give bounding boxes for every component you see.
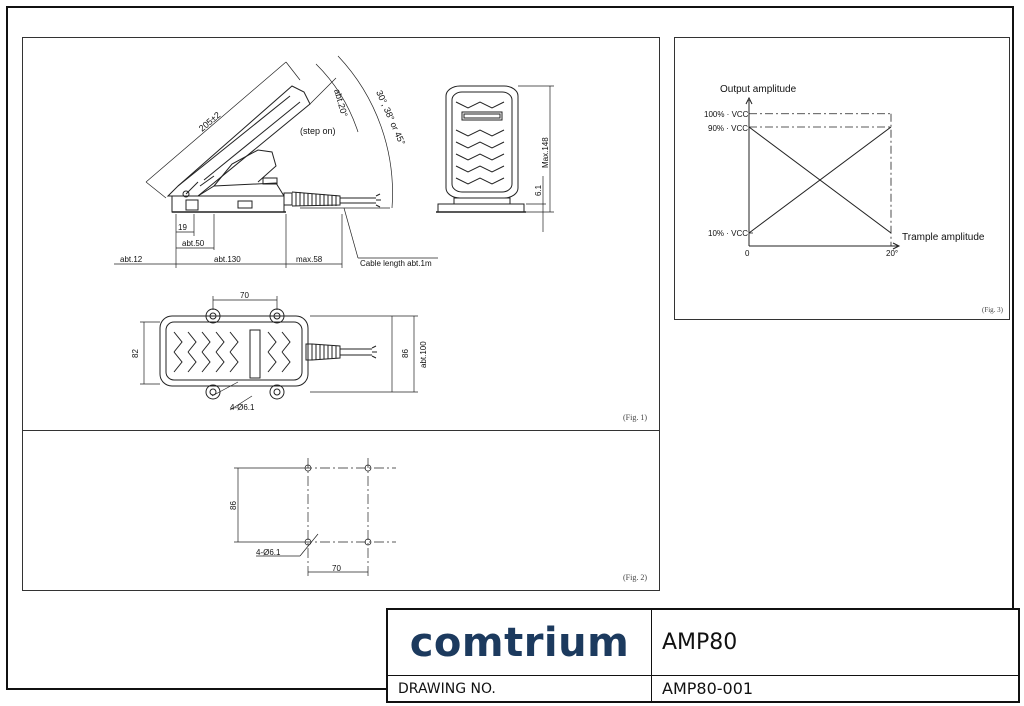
y-tick-100: 100% · VCC: [704, 110, 749, 119]
fig1-label: (Fig. 1): [623, 413, 647, 422]
title-block: comtrium AMP80 DRAWING NO. AMP80-001: [386, 608, 1020, 703]
dim-abt12: abt.12: [120, 255, 143, 264]
x-tick-20: 20°: [886, 249, 898, 258]
front-view-pedal: [436, 85, 526, 213]
dim-max58: max.58: [296, 255, 323, 264]
dim-top-82: 82: [131, 349, 140, 358]
figure-panel-main: [22, 37, 660, 591]
front-view-dimensions: [518, 85, 554, 232]
top-view-dimensions: [140, 296, 418, 411]
dim-fig2-86: 86: [229, 501, 238, 510]
panel-divider: [22, 430, 660, 431]
drawing-no-label: DRAWING NO.: [388, 676, 652, 701]
dim-max148: Max.148: [541, 137, 550, 168]
mounting-hole-pattern: [234, 458, 396, 576]
dim-top-86: 86: [401, 349, 410, 358]
side-view-pedal: [166, 85, 381, 213]
x-tick-0: 0: [745, 249, 750, 258]
figure-panel-chart: [674, 37, 1010, 320]
dim-6-1: 6.1: [534, 184, 543, 196]
dim-19: 19: [178, 223, 187, 232]
dim-abt130: abt.130: [214, 255, 241, 264]
label-top-holes: 4-Ø6.1: [230, 403, 255, 412]
fig2-label: (Fig. 2): [623, 573, 647, 582]
side-view-dimensions: [114, 55, 438, 268]
company-logo: comtrium: [388, 610, 652, 676]
label-step-on: (step on): [300, 126, 336, 136]
y-tick-10: 10% · VCC: [708, 229, 748, 238]
fig3-label: (Fig. 3): [982, 306, 1003, 314]
dim-top-abt100: abt.100: [419, 341, 428, 368]
model-name: AMP80: [652, 610, 1018, 676]
y-tick-90: 90% · VCC: [708, 124, 748, 133]
series-line-1: [748, 126, 892, 234]
logo-text: comtrium: [409, 619, 630, 666]
drawing-no-value: AMP80-001: [662, 679, 754, 698]
y-axis-arrow: [745, 96, 753, 105]
y-axis-label: Output amplitude: [720, 84, 797, 95]
dim-abt50: abt.50: [182, 239, 205, 248]
dim-top-70: 70: [240, 291, 249, 300]
x-axis-label: Trample amplitude: [902, 232, 985, 243]
label-fig2-holes: 4-Ø6.1: [256, 548, 281, 557]
label-cable-length: Cable length abt.1m: [360, 259, 432, 268]
dim-fig2-70: 70: [332, 564, 341, 573]
x-axis-arrow: [892, 242, 901, 250]
top-view-pedal: [159, 308, 377, 400]
